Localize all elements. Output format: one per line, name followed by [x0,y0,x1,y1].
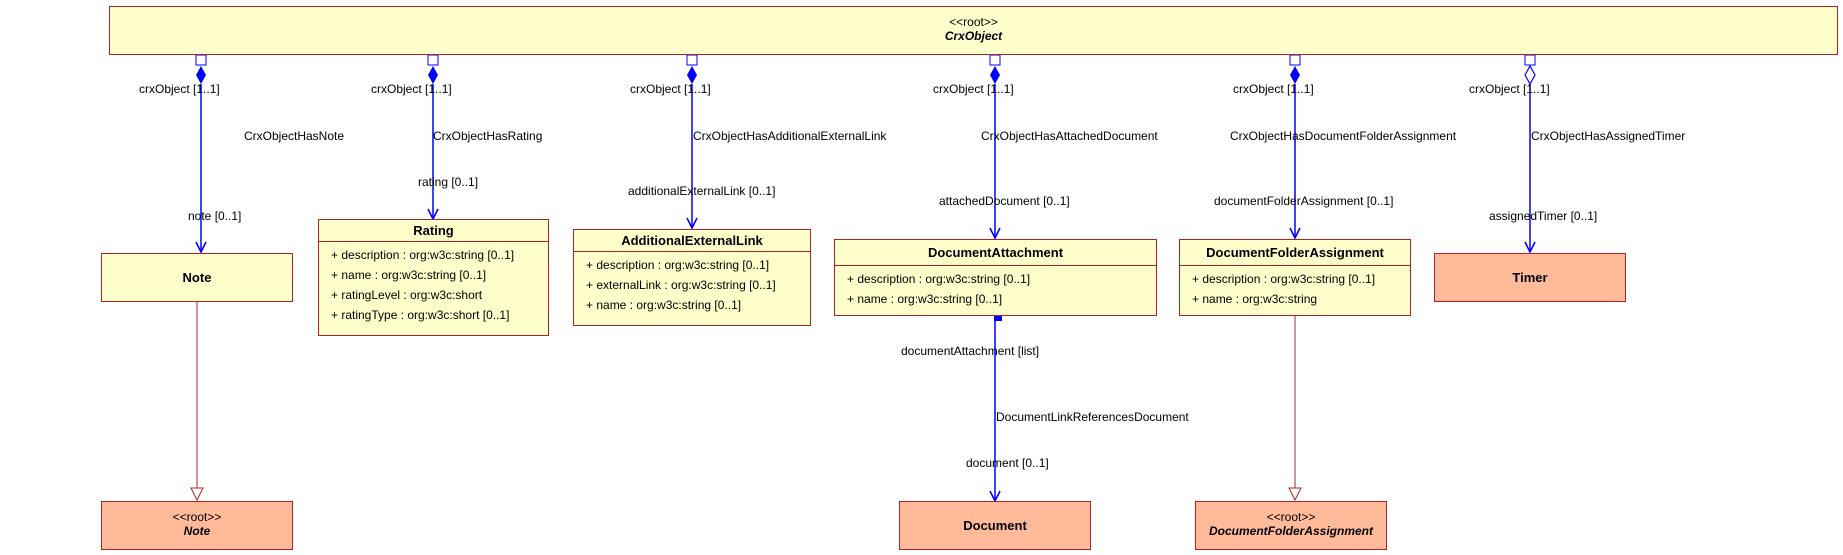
class-rating[interactable]: Rating + description : org:w3c:string [0… [318,219,549,336]
attribute-list: + description : org:w3c:string [0..1] + … [574,252,810,315]
target-role-label: additionalExternalLink [0..1] [628,184,776,198]
attribute-list: + description : org:w3c:string [0..1] + … [835,266,1156,309]
attribute: + description : org:w3c:string [0..1] [847,272,1031,286]
composition-diamond-dfa [1290,66,1300,84]
attribute-list: + description : org:w3c:string [0..1] + … [319,242,548,325]
attribute: + name : org:w3c:string [0..1] [586,298,742,312]
association-name-label: CrxObjectHasAdditionalExternalLink [693,129,887,143]
class-name: AdditionalExternalLink [574,230,810,252]
association-name-label: CrxObjectHasRating [433,129,543,143]
root-stereotype: <<root>> [949,15,998,29]
attribute: + name : org:w3c:string [0..1] [847,292,1003,306]
association-name-label: CrxObjectHasAttachedDocument [981,129,1158,143]
attribute: + ratingType : org:w3c:short [0..1] [331,308,510,322]
class-note[interactable]: Note [101,253,293,302]
attribute: + ratingLevel : org:w3c:short [331,288,483,302]
association-name-label: CrxObjectHasNote [244,129,345,143]
port-square-rating [427,54,439,66]
port-square-dfa [1289,54,1301,66]
source-role-label: crxObject [1..1] [630,82,711,96]
generalization-triangle-note [190,487,204,502]
association-name-label: CrxObjectHasDocumentFolderAssignment [1230,129,1457,143]
stereotype: <<root>> [1266,510,1316,524]
composition-diamond-ael [687,66,697,84]
target-role-label: assignedTimer [0..1] [1489,209,1598,223]
target-role-label: note [0..1] [188,209,242,223]
attribute: + description : org:w3c:string [0..1] [1192,272,1376,286]
class-name: DocumentFolderAssignment [1208,524,1373,538]
target-role-label: document [0..1] [966,456,1049,470]
generalization-triangle-dfa [1288,487,1302,502]
class-name: Rating [319,220,548,242]
source-role-label: documentAttachment [list] [901,344,1040,358]
attribute: + description : org:w3c:string [0..1] [586,258,770,272]
class-name: Note [183,524,211,538]
stereotype: <<root>> [172,510,222,524]
class-additional-external-link[interactable]: AdditionalExternalLink + description : o… [573,229,811,326]
source-role-label: crxObject [1..1] [139,82,220,96]
source-role-label: crxObject [1..1] [933,82,1014,96]
port-square-timer [1524,54,1536,66]
class-name: DocumentAttachment [835,240,1156,266]
port-square-note [195,54,207,66]
attribute: + name : org:w3c:string [1192,292,1318,306]
class-dfa-root[interactable]: <<root>> DocumentFolderAssignment [1195,501,1387,550]
source-role-label: crxObject [1..1] [371,82,452,96]
source-role-label: crxObject [1..1] [1469,82,1550,96]
composition-diamond-note [196,66,206,84]
port-square-ael [686,54,698,66]
composition-diamond-rating [428,66,438,84]
class-document-folder-assignment[interactable]: DocumentFolderAssignment + description :… [1179,239,1411,316]
class-document[interactable]: Document [899,501,1091,550]
class-name: Document [963,518,1027,533]
source-role-label: crxObject [1..1] [1233,82,1314,96]
class-timer[interactable]: Timer [1434,253,1626,302]
port-square-docatt [989,54,1001,66]
attribute-list: + description : org:w3c:string [0..1] + … [1180,266,1410,309]
root-class-name: CrxObject [944,29,1003,43]
class-name: Timer [1512,270,1548,285]
composition-marker-docatt-document [994,315,1002,321]
class-note-root[interactable]: <<root>> Note [101,501,293,550]
class-name: DocumentFolderAssignment [1180,240,1410,266]
association-name-label: CrxObjectHasAssignedTimer [1531,129,1686,143]
association-name-label: DocumentLinkReferencesDocument [996,410,1189,424]
target-role-label: documentFolderAssignment [0..1] [1214,194,1394,208]
class-crxobject[interactable]: <<root>> CrxObject [109,6,1838,55]
target-role-label: attachedDocument [0..1] [939,194,1070,208]
attribute: + name : org:w3c:string [0..1] [331,268,487,282]
attribute: + description : org:w3c:string [0..1] [331,248,515,262]
target-role-label: rating [0..1] [418,175,479,189]
attribute: + externalLink : org:w3c:string [0..1] [586,278,776,292]
composition-diamond-docatt [990,66,1000,84]
class-name: Note [182,270,212,285]
class-document-attachment[interactable]: DocumentAttachment + description : org:w… [834,239,1157,316]
